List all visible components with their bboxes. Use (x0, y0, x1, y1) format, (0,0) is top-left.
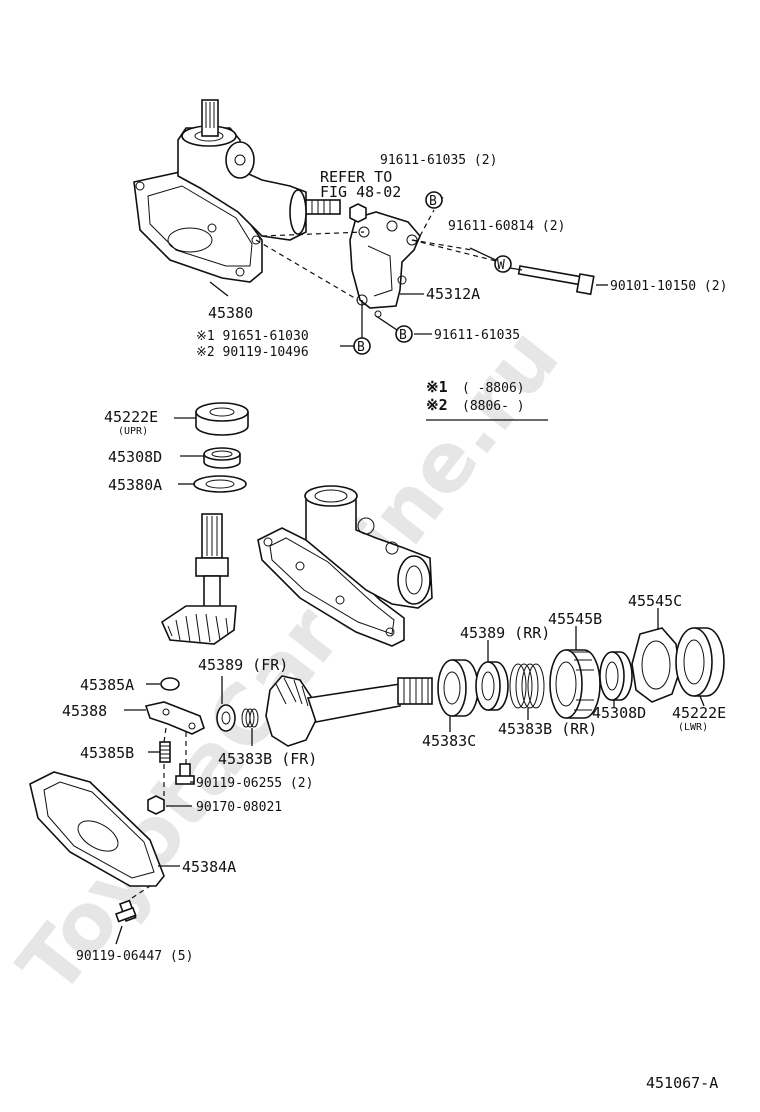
bearing-45383c (437, 659, 479, 717)
label-91611-60814-2: 91611-60814 (2) (448, 219, 565, 234)
side-cover-45384a (29, 771, 165, 887)
label-45383b-fr: 45383B (FR) (218, 750, 317, 768)
svg-text:B: B (429, 194, 437, 209)
label-45389-fr: 45389 (FR) (198, 656, 288, 674)
label-45222e-upr: 45222E (104, 408, 158, 426)
svg-text:(8806- ): (8806- ) (462, 399, 525, 414)
gear-housing-center (257, 485, 433, 647)
long-bolt (517, 265, 595, 296)
oil-seal-lower (675, 627, 725, 697)
locknut-45545c (631, 627, 681, 703)
svg-text:B: B (399, 328, 407, 343)
label-refer-to-1: REFER TO (320, 168, 392, 186)
label-45384a: 45384A (182, 858, 236, 876)
label-45389-rr: 45389 (RR) (460, 624, 550, 642)
adjuster-45545b (549, 649, 601, 719)
marker-b-mid: B (395, 325, 413, 343)
label-refer-to-2: FIG 48-02 (320, 183, 401, 201)
plate-45388 (144, 701, 205, 735)
label-upr: (UPR) (118, 426, 148, 437)
gear-housing-assembly (133, 99, 341, 283)
label-45383c: 45383C (422, 732, 476, 750)
bearing-45389-fr (216, 704, 236, 732)
marker-b-top: B (425, 191, 443, 209)
svg-text:※2: ※2 (426, 396, 448, 414)
label-45383b-rr: 45383B (RR) (498, 720, 597, 738)
pinion-shaft (160, 513, 237, 645)
label-91651-61030: ※1 91651-61030 (196, 329, 309, 344)
svg-text:B: B (357, 340, 365, 355)
marker-b-left: B (353, 337, 371, 355)
spring-45385b (159, 741, 171, 763)
label-45222e-lwr: 45222E (672, 704, 726, 722)
bearing-upper (203, 447, 241, 469)
label-45380a: 45380A (108, 476, 162, 494)
label-90119-06447-5: 90119-06447 (5) (76, 949, 193, 964)
label-91611-61035-2: 91611-61035 (2) (380, 153, 497, 168)
label-lwr: (LWR) (678, 722, 708, 733)
label-90101-10150-2: 90101-10150 (2) (610, 279, 727, 294)
cap-45385a (160, 677, 180, 691)
label-45385b: 45385B (80, 744, 134, 762)
bearing-45308d-lower (599, 651, 633, 701)
washer-45380a (193, 475, 247, 493)
bearing-45389-rr (475, 661, 509, 711)
oil-seal-upper (195, 402, 249, 436)
svg-text:( -8806): ( -8806) (462, 381, 525, 396)
label-45545c: 45545C (628, 592, 682, 610)
label-45308d-lower: 45308D (592, 704, 646, 722)
label-45312a: 45312A (426, 285, 480, 303)
nut-90170-08021 (147, 795, 165, 815)
label-90119-06255-2: 90119-06255 (2) (196, 776, 313, 791)
svg-text:※1: ※1 (426, 378, 448, 396)
svg-text:W: W (497, 258, 505, 273)
diagram-id: 451067-A (646, 1074, 718, 1092)
spring-45383b-rr (509, 663, 545, 709)
label-45388: 45388 (62, 702, 107, 720)
spring-45383b-fr (241, 708, 259, 728)
label-45545b: 45545B (548, 610, 602, 628)
label-90119-10496: ※2 90119-10496 (196, 345, 309, 360)
label-90170-08021: 90170-08021 (196, 800, 282, 815)
bolt-90119-06447 (114, 899, 137, 923)
date-legend: ※1 ( -8806) ※2 (8806- ) (426, 378, 548, 421)
label-45380: 45380 (208, 304, 253, 322)
sector-shaft (265, 675, 433, 747)
steering-bracket (349, 203, 421, 318)
label-45308d-top: 45308D (108, 448, 162, 466)
label-45385a: 45385A (80, 676, 134, 694)
marker-w: W (494, 255, 512, 273)
label-91611-61035: 91611-61035 (434, 328, 520, 343)
bolt-90119-06255 (175, 763, 195, 785)
